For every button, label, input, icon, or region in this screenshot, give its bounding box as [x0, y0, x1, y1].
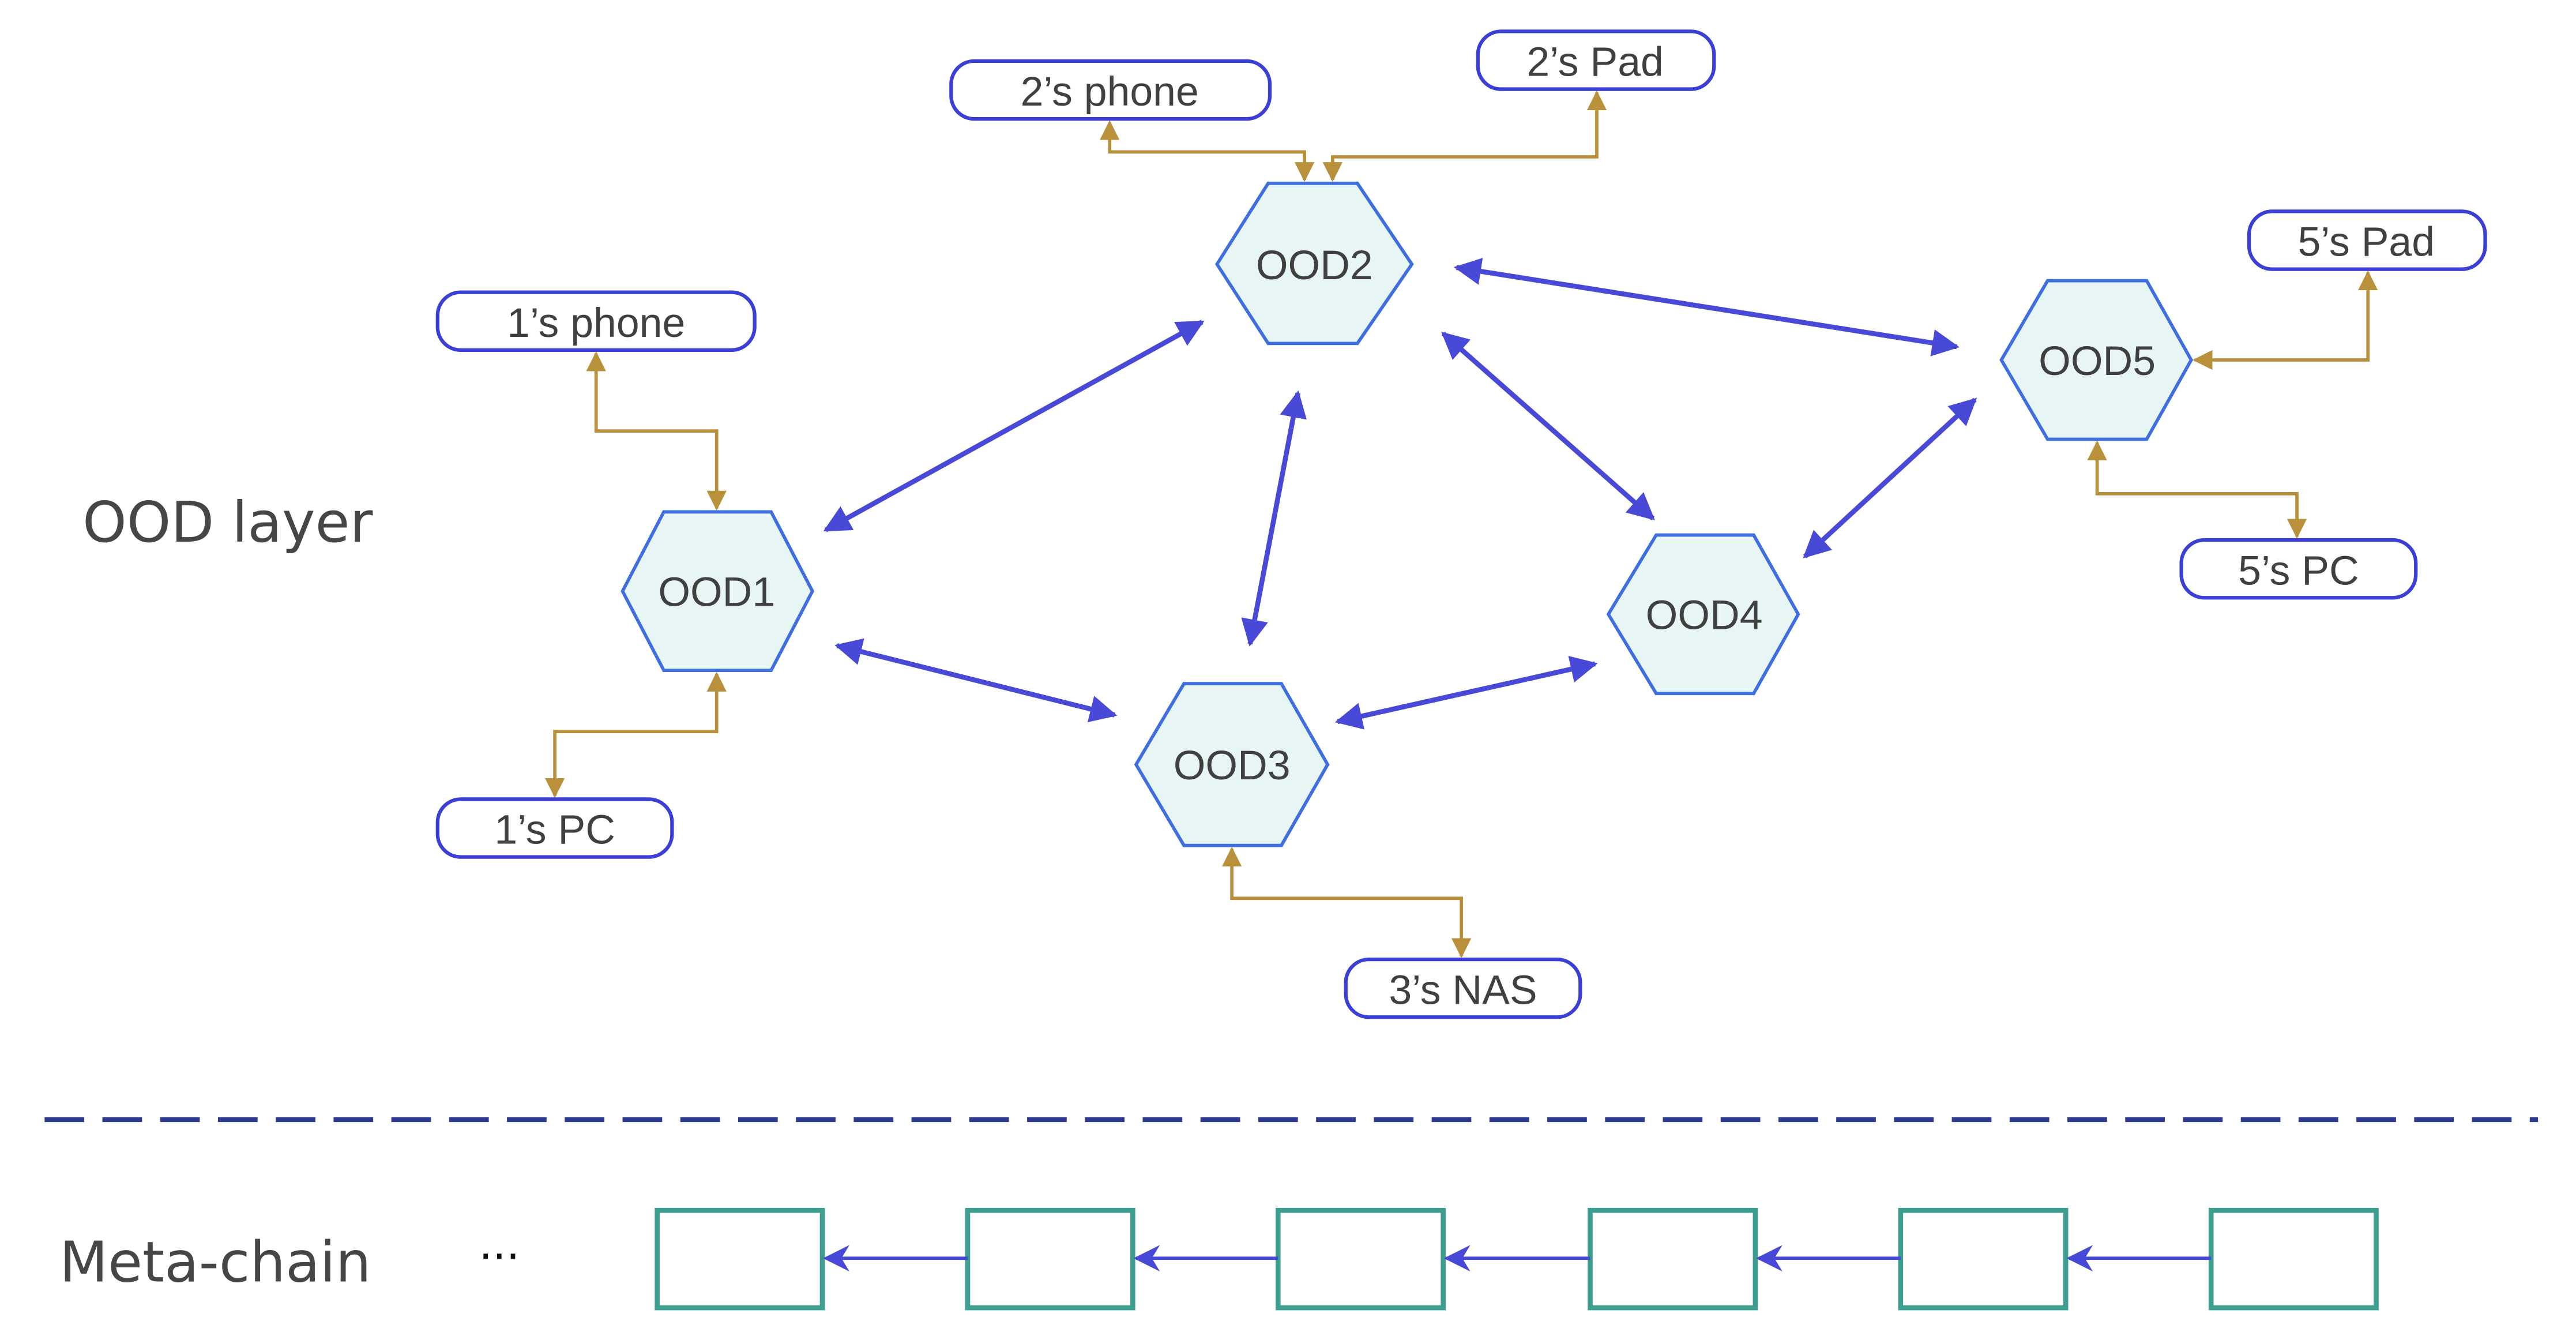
- device-box: [1476, 29, 1716, 91]
- device-5s-pad[interactable]: 5’s Pad: [2247, 209, 2487, 271]
- device-box: [435, 290, 757, 352]
- device-3s-nas[interactable]: 3’s NAS: [1344, 957, 1582, 1019]
- device-label: 3’s NAS: [1389, 967, 1537, 1013]
- link-ood2-2s-pad: [1322, 90, 1607, 182]
- device-box: [435, 797, 674, 859]
- device-2s-phone[interactable]: 2’s phone: [949, 59, 1272, 121]
- link-ood2-ood3: [1241, 390, 1307, 647]
- ood-node-3[interactable]: OOD3: [1134, 682, 1330, 847]
- chain-block[interactable]: [1276, 1207, 1446, 1311]
- device-box: [2247, 209, 2487, 271]
- device-5s-pc[interactable]: 5’s PC: [2179, 538, 2418, 600]
- device-label: 5’s Pad: [2298, 219, 2435, 265]
- device-box: [949, 59, 1272, 121]
- ood-hexagon: [1214, 181, 1414, 346]
- device-links: [544, 90, 2378, 958]
- device-box: [2179, 538, 2418, 600]
- link-ood3-3s-nas: [1221, 846, 1472, 958]
- link-ood5-5s-pc: [2087, 440, 2307, 539]
- peer-links: [823, 258, 1977, 730]
- device-label: 2’s Pad: [1526, 39, 1663, 85]
- chain-block[interactable]: [655, 1207, 825, 1311]
- link-ood1-1s-phone: [586, 351, 727, 511]
- ood-label: OOD1: [658, 569, 775, 616]
- meta-chain-label: Meta-chain: [59, 1229, 371, 1294]
- device-2s-pad[interactable]: 2’s Pad: [1476, 29, 1716, 91]
- chain-ellipsis: ···: [479, 1232, 520, 1282]
- device-1s-phone[interactable]: 1’s phone: [435, 290, 757, 352]
- ood-node-5[interactable]: OOD5: [1999, 279, 2194, 441]
- link-ood2-ood4: [1441, 332, 1655, 521]
- ood-label: OOD4: [1646, 592, 1763, 639]
- chain-block[interactable]: [2208, 1207, 2379, 1311]
- device-label: 2’s phone: [1021, 69, 1199, 115]
- chain-block[interactable]: [1898, 1207, 2069, 1311]
- device-label: 1’s PC: [494, 807, 615, 853]
- ood-hexagon: [1134, 682, 1330, 847]
- link-ood4-ood5: [1803, 397, 1977, 558]
- link-ood2-ood5: [1453, 258, 1960, 356]
- link-ood3-ood4: [1334, 655, 1598, 730]
- chain-block[interactable]: [965, 1207, 1135, 1311]
- device-label: 5’s PC: [2238, 547, 2359, 594]
- chain-block[interactable]: [1588, 1207, 1758, 1311]
- ood-label: OOD3: [1174, 742, 1291, 789]
- ood-node-4[interactable]: OOD4: [1606, 533, 1800, 696]
- link-ood1-1s-pc: [544, 671, 727, 798]
- ood-label: OOD5: [2039, 338, 2156, 384]
- meta-chain: [655, 1207, 2379, 1311]
- device-1s-pc[interactable]: 1’s PC: [435, 797, 674, 859]
- ood-hexagon: [1999, 279, 2194, 441]
- link-ood2-2s-phone: [1100, 120, 1315, 182]
- ood-hexagon: [621, 510, 815, 673]
- link-ood1-ood2: [823, 320, 1205, 532]
- ood-layer-label: OOD layer: [82, 490, 373, 555]
- ood-hexagon: [1606, 533, 1800, 696]
- device-label: 1’s phone: [507, 300, 685, 346]
- ood-label: OOD2: [1256, 242, 1373, 288]
- device-box: [1344, 957, 1582, 1019]
- link-ood1-ood3: [834, 638, 1118, 723]
- ood-node-2[interactable]: OOD2: [1214, 181, 1414, 346]
- link-ood5-5s-pad: [2193, 270, 2378, 370]
- ood-node-1[interactable]: OOD1: [621, 510, 815, 673]
